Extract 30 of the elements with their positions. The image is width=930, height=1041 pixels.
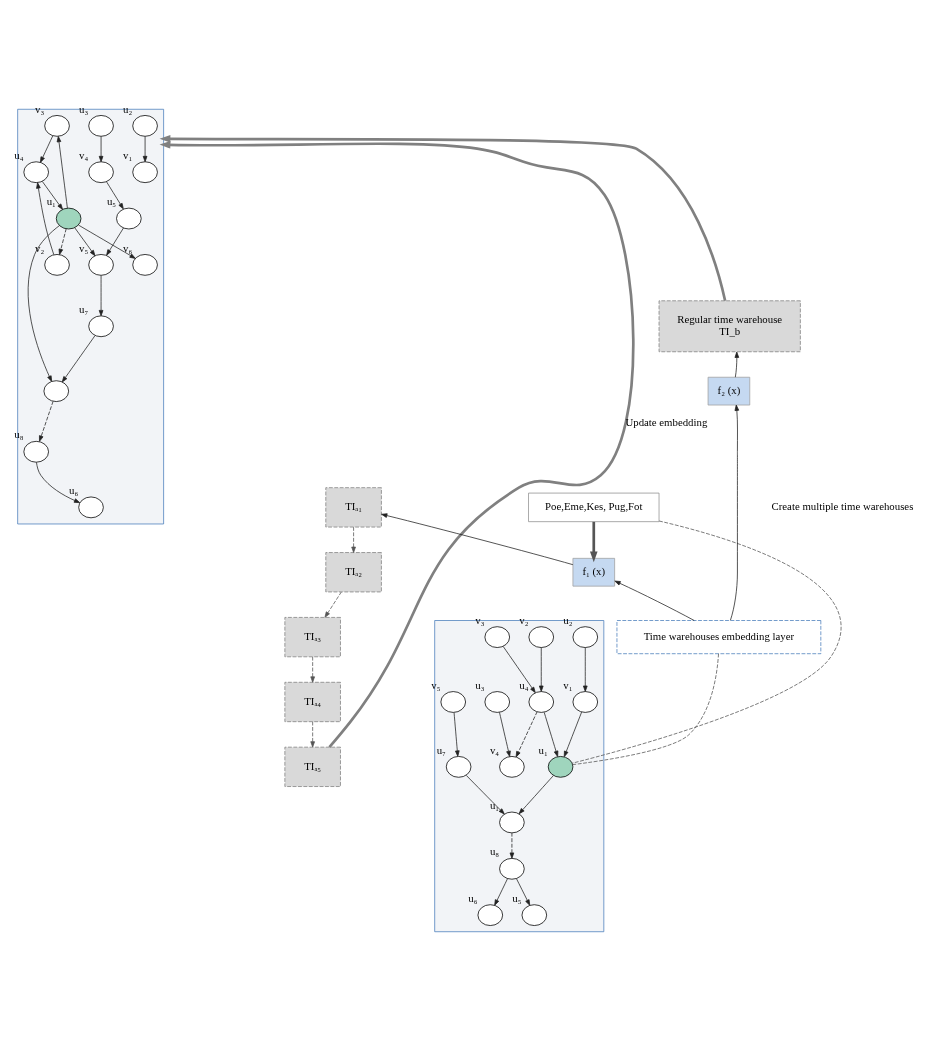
node-label: u₁ — [489, 799, 500, 812]
node-label: u₆ — [69, 484, 79, 497]
node-label: u₂ — [563, 613, 573, 626]
node-label: v₆ — [123, 241, 133, 254]
edge-label: Update embedding — [625, 416, 708, 429]
node-label: u₃ — [475, 678, 485, 691]
node-label: v₁ — [123, 148, 133, 161]
node-label: v₂ — [519, 613, 529, 626]
node-label: u₁ — [538, 743, 548, 756]
node-label: u₈ — [14, 428, 24, 441]
node-label: u₇ — [79, 302, 89, 315]
node-label: u₄ — [519, 678, 529, 691]
node-label: u₂ — [123, 102, 133, 115]
node-label: u₁ — [46, 195, 56, 208]
node-label: u₆ — [468, 891, 478, 904]
node-label: v₄ — [79, 148, 89, 161]
node-label: u₇ — [436, 743, 446, 756]
node-label: v₅ — [79, 241, 89, 254]
node-label: v₂ — [35, 241, 45, 254]
label: Create multiple time warehouses — [771, 500, 914, 513]
node-label: v₁ — [563, 678, 573, 691]
node-label: u₅ — [106, 195, 117, 208]
node-label: v₅ — [431, 678, 441, 691]
node-label: v₃ — [475, 613, 485, 626]
node-label: v₄ — [489, 743, 500, 756]
node-label: u₅ — [512, 891, 522, 904]
node-label: u₄ — [14, 148, 24, 161]
node-label: v₃ — [35, 102, 45, 115]
node-label: u₃ — [79, 102, 89, 115]
node-label: u₈ — [489, 845, 500, 858]
